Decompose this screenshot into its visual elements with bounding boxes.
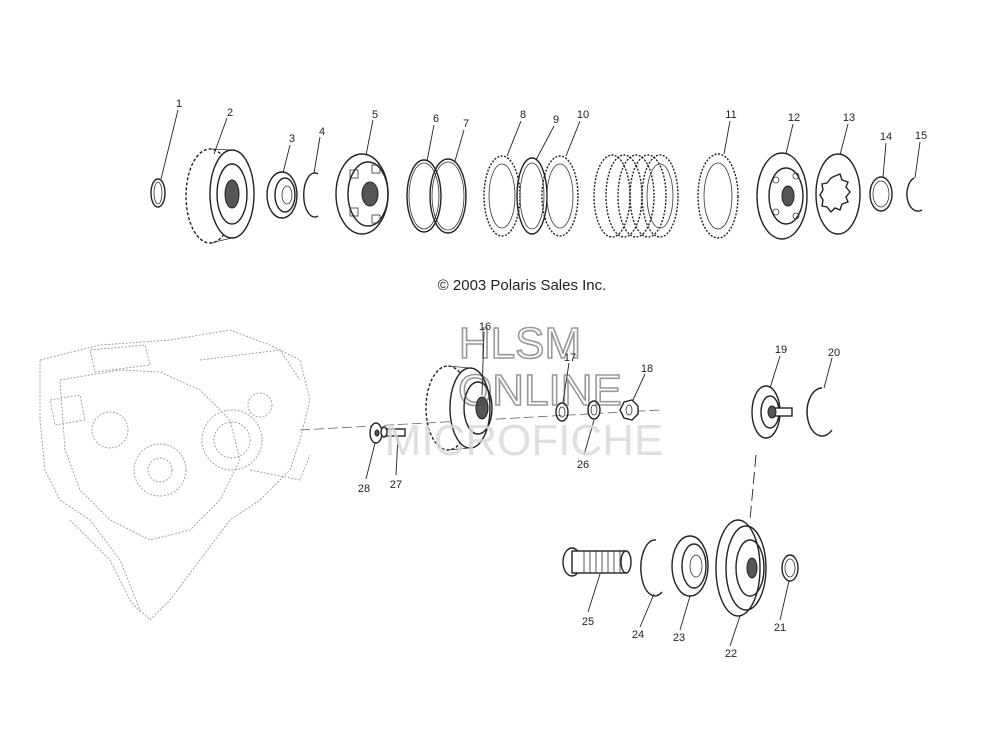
callout-6: 6 xyxy=(433,113,439,125)
part-22-housing xyxy=(715,519,767,617)
part-3-bearing xyxy=(266,171,298,219)
part-17-washer xyxy=(555,402,569,422)
callout-numbers: 1 2 3 4 5 6 7 8 9 10 11 12 13 14 15 16 1… xyxy=(176,98,927,660)
watermark-line-3: MICROFICHE xyxy=(385,416,664,465)
copyright-notice: © 2003 Polaris Sales Inc. xyxy=(438,277,607,294)
callout-17: 17 xyxy=(564,352,576,364)
part-13-spring-plate xyxy=(815,153,861,235)
part-5-inner-hub xyxy=(335,153,389,235)
part-18-nut xyxy=(619,399,639,421)
part-4-retaining-ring xyxy=(303,172,319,218)
callout-14: 14 xyxy=(880,131,892,143)
part-10-clutch-plate xyxy=(541,155,579,237)
leader-lines xyxy=(160,109,921,647)
part-7-ring xyxy=(429,158,467,234)
callout-27: 27 xyxy=(390,479,402,491)
part-14-ring xyxy=(869,176,893,212)
part-21-seal xyxy=(781,554,799,582)
part-12-pressure-plate xyxy=(756,152,808,240)
callout-4: 4 xyxy=(319,126,325,138)
callout-25: 25 xyxy=(582,616,594,628)
callout-9: 9 xyxy=(553,114,559,126)
part-28-washer xyxy=(369,422,383,444)
callout-11: 11 xyxy=(725,109,736,121)
callout-15: 15 xyxy=(915,130,927,142)
callout-10: 10 xyxy=(577,109,589,121)
part-26-washer xyxy=(587,400,601,420)
part-2-outer-drum xyxy=(185,148,255,244)
part-19-cover xyxy=(751,385,793,439)
callout-12: 12 xyxy=(788,112,800,124)
callout-3: 3 xyxy=(289,133,295,145)
callout-13: 13 xyxy=(843,112,855,124)
callout-8: 8 xyxy=(520,109,526,121)
part-25-shaft xyxy=(562,547,632,577)
watermark-line-1: HLSM xyxy=(459,319,581,368)
callout-1: 1 xyxy=(176,98,182,110)
callout-18: 18 xyxy=(641,363,653,375)
callout-22: 22 xyxy=(725,648,737,660)
watermark: HLSM ONLINE MICROFICHE xyxy=(385,318,664,465)
part-20-snap-ring xyxy=(806,387,833,437)
callout-5: 5 xyxy=(372,109,378,121)
callout-23: 23 xyxy=(673,632,685,644)
assembly-line xyxy=(749,454,757,521)
callout-21: 21 xyxy=(774,622,786,634)
part-27-bolt xyxy=(380,426,406,438)
engine-case xyxy=(39,329,311,621)
callout-24: 24 xyxy=(632,629,644,641)
callout-26: 26 xyxy=(577,459,589,471)
clutch-plate-stack xyxy=(593,154,679,238)
part-8-clutch-plate xyxy=(483,155,521,237)
part-16-clutch-drum xyxy=(425,365,493,451)
part-15-snap-ring xyxy=(906,177,923,212)
part-11-clutch-plate xyxy=(697,153,739,239)
part-23-bearing xyxy=(671,535,709,597)
callout-28: 28 xyxy=(358,483,370,495)
part-24-snap-ring xyxy=(640,539,663,597)
callout-19: 19 xyxy=(775,344,787,356)
part-9-wave-plate xyxy=(516,157,548,235)
watermark-line-2: ONLINE xyxy=(458,366,622,415)
callout-20: 20 xyxy=(828,347,840,359)
callout-2: 2 xyxy=(227,107,233,119)
part-1-snap-ring xyxy=(150,178,166,208)
callout-16: 16 xyxy=(479,321,491,333)
part-6-ring xyxy=(406,159,442,233)
callout-7: 7 xyxy=(463,118,469,130)
